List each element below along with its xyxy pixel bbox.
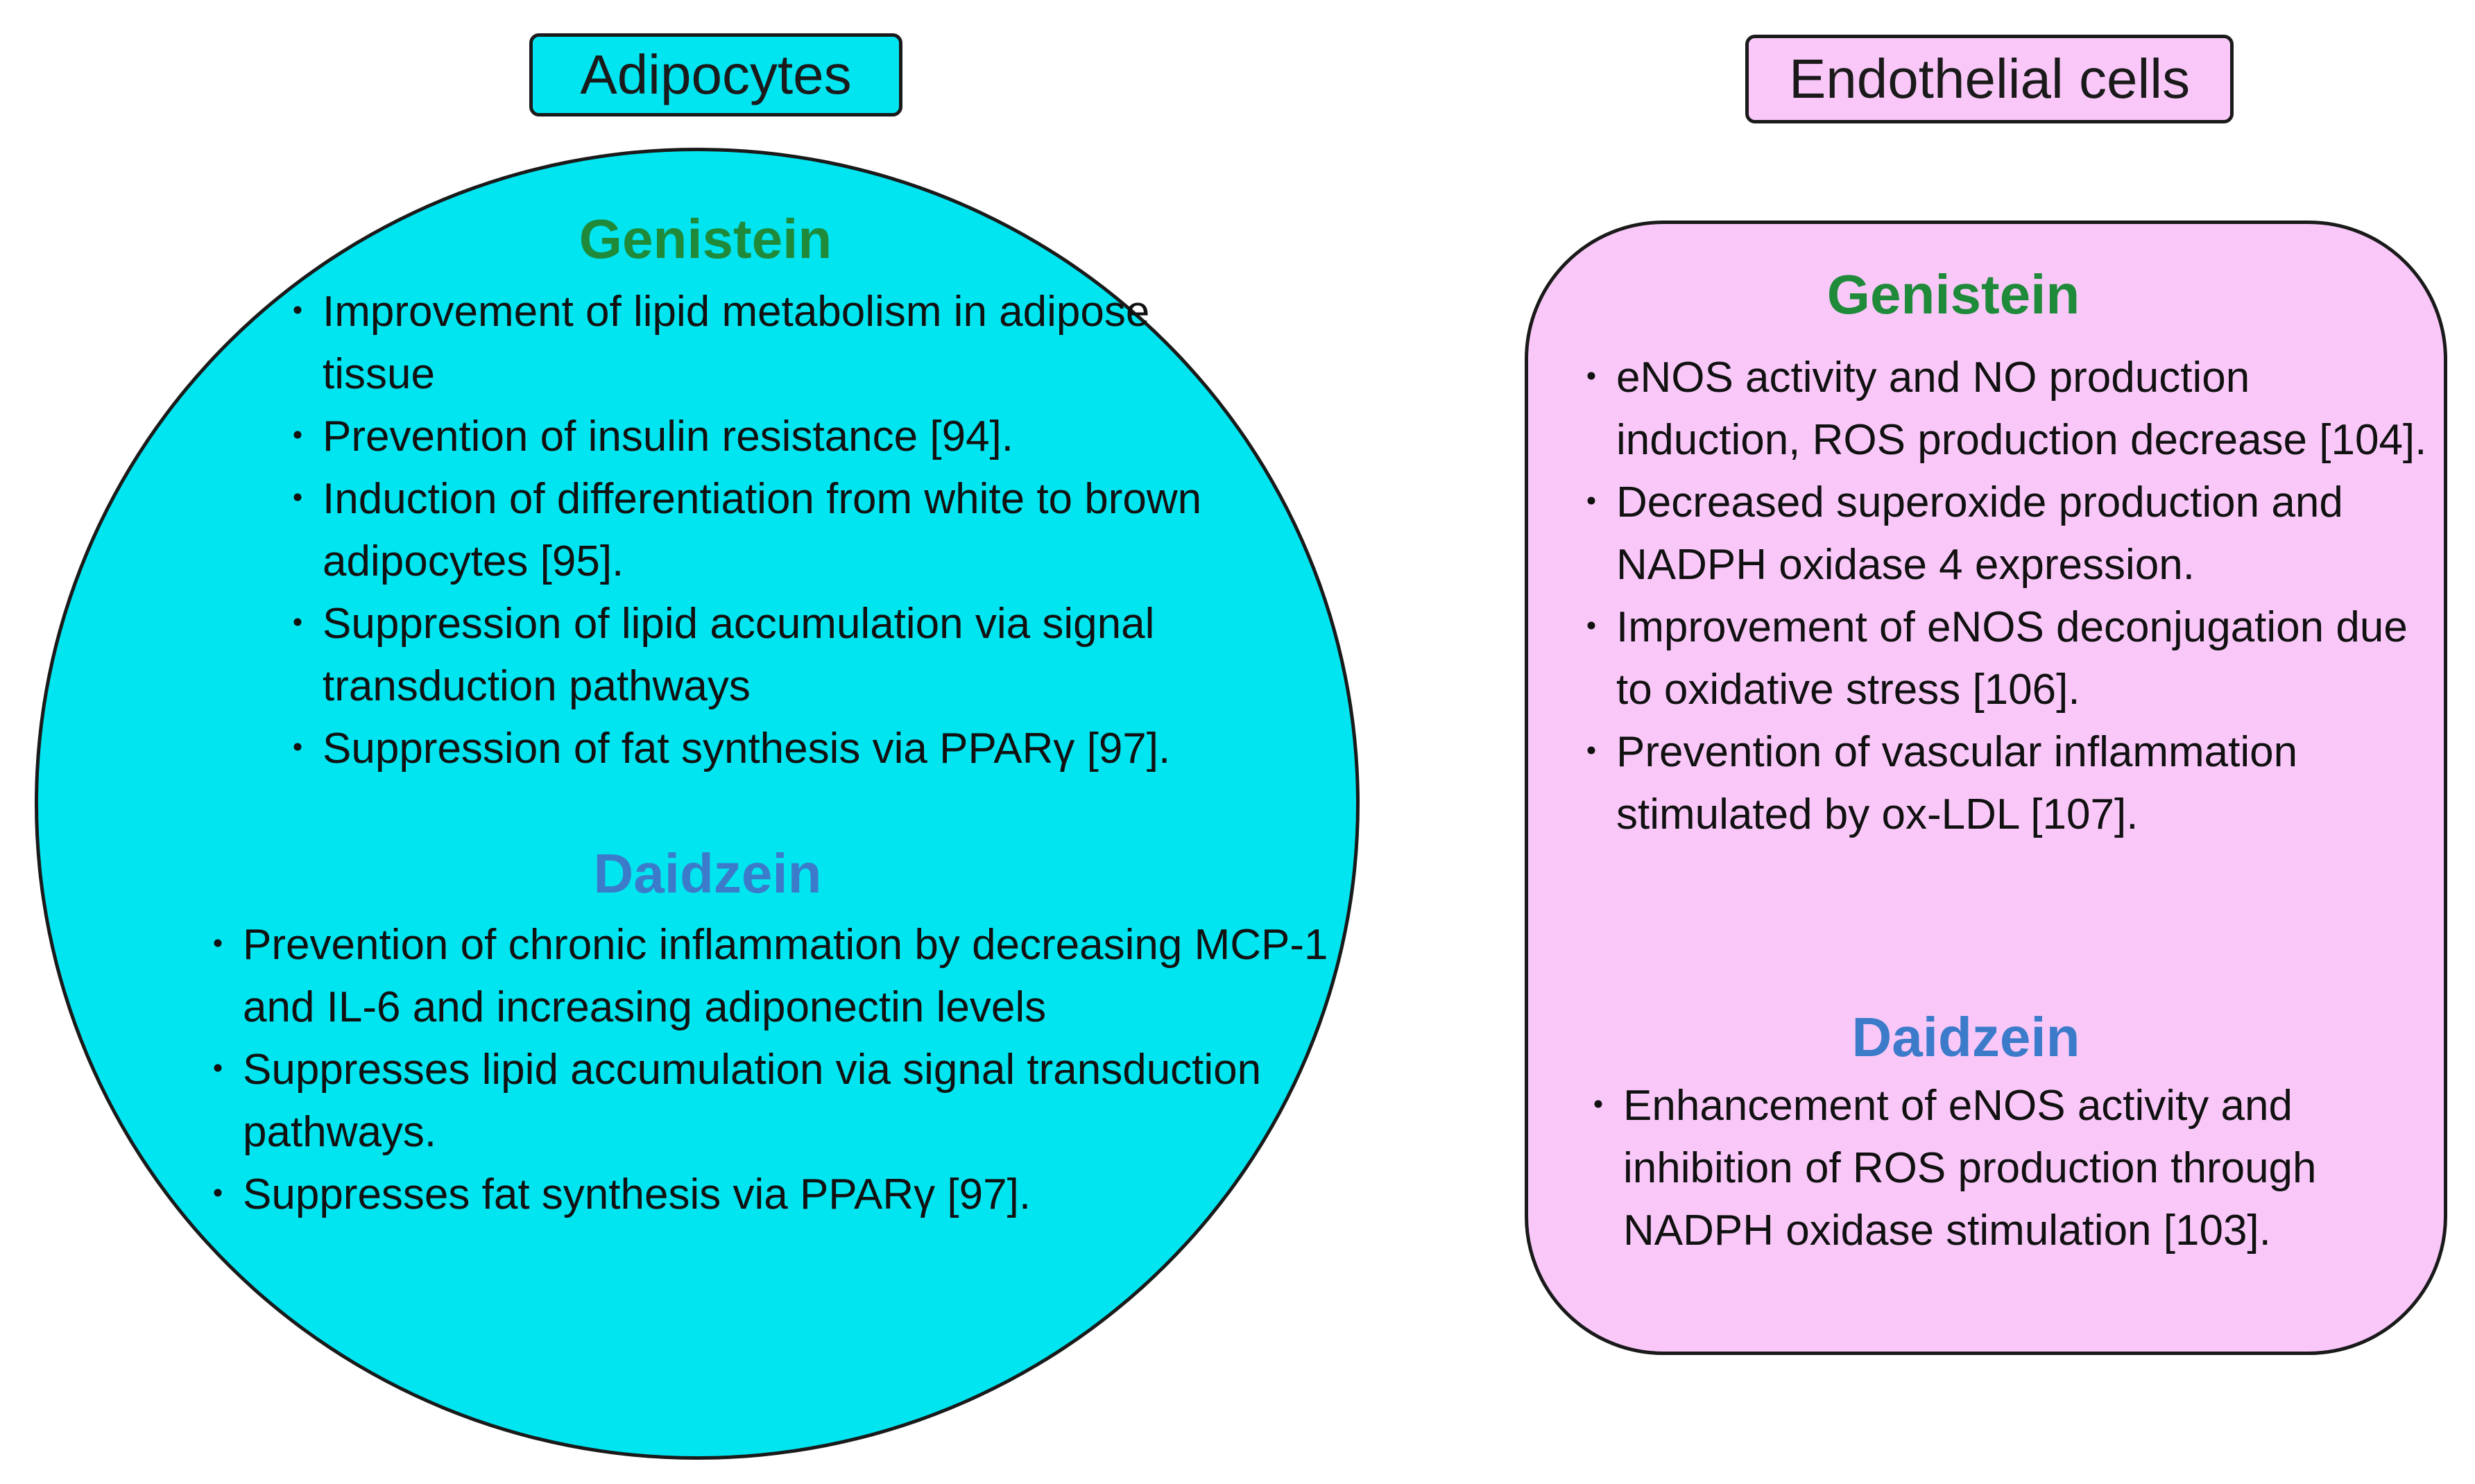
adipocytes-daidzein-heading: Daidzein — [593, 843, 822, 904]
endothelial-genistein-item: Prevention of vascular inflammation stim… — [1573, 721, 2428, 846]
endothelial-genistein-item: Decreased superoxide production and NADP… — [1573, 472, 2428, 596]
adipocytes-daidzein-list: Prevention of chronic inflammation by de… — [200, 914, 1339, 1226]
endothelial-genistein-list: eNOS activity and NO production inductio… — [1573, 347, 2428, 846]
endothelial-daidzein-heading: Daidzein — [1851, 1006, 2080, 1068]
adipocytes-label-text: Adipocytes — [580, 44, 852, 105]
endothelial-daidzein-list: Enhancement of eNOS activity and inhibit… — [1580, 1075, 2421, 1262]
adipocytes-daidzein-item: Suppresses lipid accumulation via signal… — [200, 1039, 1339, 1164]
endothelial-genistein-item: eNOS activity and NO production inductio… — [1573, 347, 2428, 472]
adipocytes-genistein-item: Improvement of lipid metabolism in adipo… — [280, 281, 1266, 406]
adipocytes-genistein-heading: Genistein — [579, 208, 832, 270]
adipocytes-label: Adipocytes — [529, 33, 902, 117]
endothelial-cells-label: Endothelial cells — [1745, 35, 2234, 123]
endothelial-cells-label-text: Endothelial cells — [1788, 48, 2191, 110]
adipocytes-genistein-item: Induction of differentiation from white … — [280, 468, 1266, 593]
endothelial-genistein-heading: Genistein — [1826, 264, 2080, 325]
adipocytes-genistein-item: Suppression of lipid accumulation via si… — [280, 593, 1266, 718]
adipocytes-genistein-item: Prevention of insulin resistance [94]. — [280, 406, 1266, 468]
adipocytes-daidzein-item: Prevention of chronic inflammation by de… — [200, 914, 1339, 1039]
adipocytes-genistein-item: Suppression of fat synthesis via PPARγ [… — [280, 718, 1266, 780]
adipocytes-daidzein-item: Suppresses fat synthesis via PPARγ [97]. — [200, 1164, 1339, 1226]
endothelial-daidzein-item: Enhancement of eNOS activity and inhibit… — [1580, 1075, 2421, 1262]
adipocytes-genistein-list: Improvement of lipid metabolism in adipo… — [280, 281, 1266, 780]
endothelial-genistein-item: Improvement of eNOS deconjugation due to… — [1573, 596, 2428, 721]
